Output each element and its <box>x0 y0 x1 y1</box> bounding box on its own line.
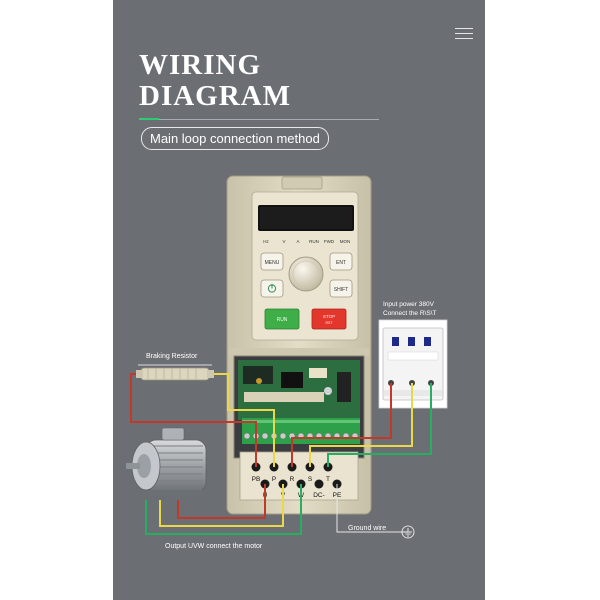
shift-button-label: SHIFT <box>334 287 348 293</box>
indicator-run: RUN <box>309 239 319 244</box>
power-button[interactable] <box>260 279 284 298</box>
ent-button[interactable]: ENT <box>329 252 353 271</box>
wire-braking-yellow <box>214 373 275 467</box>
keypad-indicators: Hz V A RUN FWD MON <box>263 239 350 244</box>
power-terminal-block: PB P R S T U V W DC- PE <box>239 451 359 501</box>
braking-resistor: Braking Resistor <box>136 353 214 381</box>
indicator-hz: Hz <box>263 239 269 244</box>
control-terminal-strip <box>242 418 360 444</box>
input-power-label-line2: Connect the R\S\T <box>383 310 436 317</box>
hamburger-menu-icon[interactable] <box>455 28 473 40</box>
wire-ground <box>336 484 408 533</box>
wire-braking-red <box>130 373 257 467</box>
ground-icon <box>401 525 415 539</box>
shift-button[interactable]: SHIFT <box>329 279 353 298</box>
control-terminal-screw <box>261 432 269 440</box>
wire-input-r <box>291 383 392 467</box>
terminal-label-pb: PB <box>252 476 261 483</box>
title-accent-bar <box>139 118 159 120</box>
stop-button-sublabel: RST <box>326 321 334 325</box>
ground-wire-label: Ground wire <box>348 525 386 532</box>
terminal-label-r: R <box>290 476 295 483</box>
menu-button-label: MENU <box>265 260 280 266</box>
power-icon <box>267 284 277 293</box>
stop-button[interactable]: STOP RST <box>311 308 347 330</box>
indicator-mon: MON <box>340 239 351 244</box>
wire-output-v <box>159 484 284 527</box>
control-terminal-screw <box>279 432 287 440</box>
title-divider <box>159 118 379 120</box>
terminal-compartment <box>233 355 365 459</box>
input-power-label-line1: Input power 380V <box>383 301 435 308</box>
title-line-1: WIRING <box>139 49 262 81</box>
wire-input-t <box>327 383 432 467</box>
terminal-label-s: S <box>308 476 313 483</box>
indicator-a: A <box>296 239 299 244</box>
stop-button-label: STOP <box>323 314 335 319</box>
wire-output-w <box>145 484 302 535</box>
output-motor-label: Output UVW connect the motor <box>165 543 263 550</box>
terminal-label-dc: DC- <box>313 492 325 499</box>
terminal-dc-screw <box>314 479 324 489</box>
control-terminal-screw <box>243 432 251 440</box>
terminal-label-t: T <box>326 476 330 483</box>
indicator-fwd: FWD <box>324 239 335 244</box>
wire-input-s <box>309 383 413 467</box>
wire-output-u <box>177 484 266 519</box>
terminal-label-p: P <box>272 476 276 483</box>
run-button-label: RUN <box>277 317 288 323</box>
ent-button-label: ENT <box>336 260 346 266</box>
section-subtitle: Main loop connection method <box>141 127 329 150</box>
motor <box>126 427 207 496</box>
menu-button[interactable]: MENU <box>260 252 284 271</box>
title-line-2: DIAGRAM <box>139 80 291 112</box>
frequency-knob[interactable] <box>288 256 324 292</box>
indicator-v: V <box>282 239 285 244</box>
wires <box>130 373 432 535</box>
braking-resistor-label: Braking Resistor <box>146 353 198 360</box>
keypad-panel: Hz V A RUN FWD MON MENU ENT SHIFT <box>251 191 359 341</box>
run-button[interactable]: RUN <box>264 308 300 330</box>
